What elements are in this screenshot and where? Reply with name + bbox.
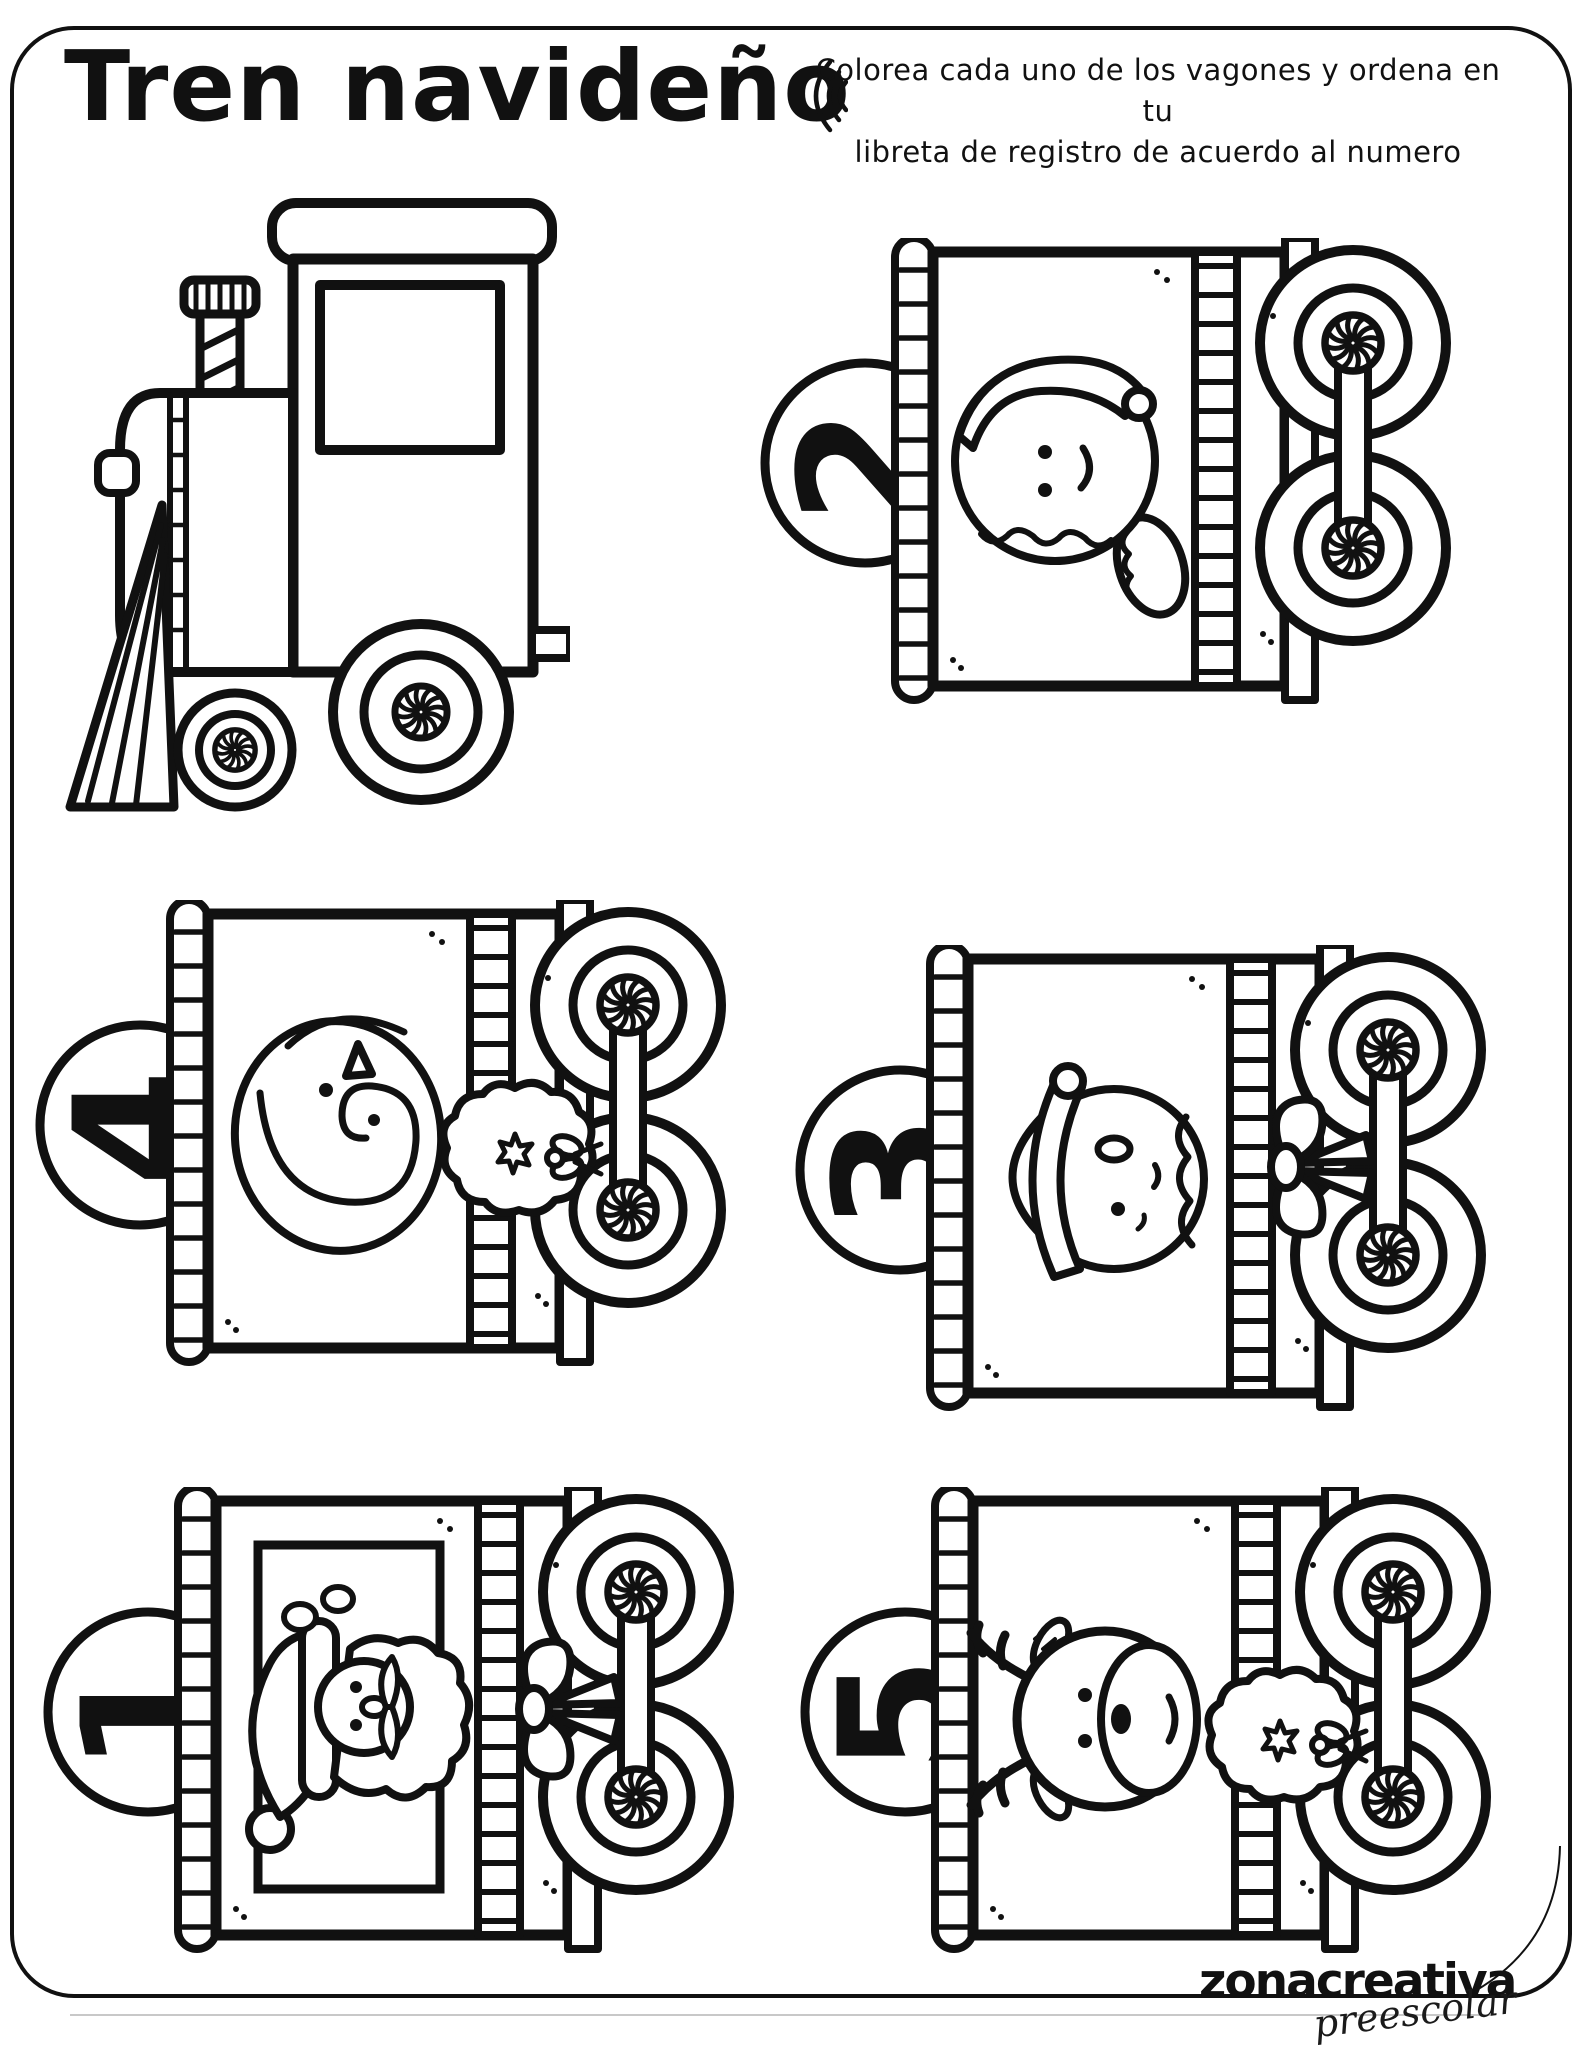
wagon-3: 3 bbox=[795, 945, 1490, 1415]
instructions-text: Colorea cada uno de los vagones y ordena… bbox=[808, 50, 1508, 173]
logo-swoosh bbox=[1465, 1845, 1561, 1997]
cab-window bbox=[315, 280, 505, 455]
front-wheel bbox=[173, 688, 297, 812]
front-lamp bbox=[94, 449, 140, 497]
chimney bbox=[195, 307, 245, 399]
page-border-shadow bbox=[70, 2014, 1490, 2016]
wagon-4: 4 bbox=[35, 900, 730, 1370]
wreath-decoration bbox=[1208, 1670, 1366, 1800]
wagon-2: 2 bbox=[760, 238, 1455, 708]
locomotive-illustration bbox=[65, 198, 570, 812]
brand-logo: zonacreativa preescolar bbox=[1185, 1946, 1545, 2046]
brand-name: zonacreativa bbox=[1199, 1954, 1517, 2009]
wreath-decoration bbox=[443, 1083, 601, 1213]
rear-wheel bbox=[328, 619, 514, 805]
page-border bbox=[10, 26, 1572, 1998]
cab-roof bbox=[267, 198, 557, 266]
wagon-1: 1 bbox=[43, 1487, 738, 1957]
wagon-5: 5 bbox=[800, 1487, 1495, 1957]
instructions-line-2: libreta de registro de acuerdo al numero bbox=[854, 135, 1462, 169]
instructions-line-1: Colorea cada uno de los vagones y ordena… bbox=[815, 53, 1501, 128]
rear-coupling bbox=[528, 626, 570, 662]
title-flourish-icon bbox=[813, 59, 848, 133]
page-title: Tren navideño bbox=[64, 30, 851, 143]
